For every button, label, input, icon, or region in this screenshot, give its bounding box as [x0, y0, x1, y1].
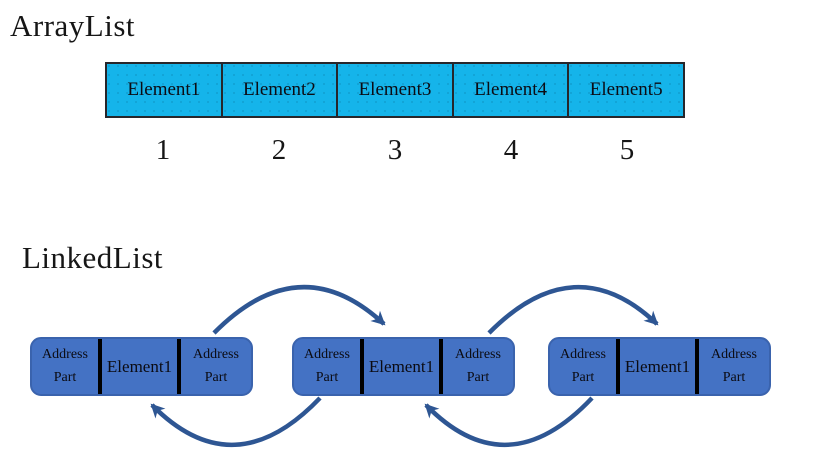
node-divider — [439, 339, 443, 394]
node-2-element: Element1 — [368, 356, 435, 376]
node-1-element: Element1 — [106, 356, 173, 376]
forward-arrow-2 — [487, 284, 659, 335]
node-3-address-right: Address Part — [711, 347, 757, 385]
array-cell-3: Element3 — [338, 64, 454, 116]
node-divider — [695, 339, 699, 394]
forward-arrow-1 — [212, 284, 386, 335]
arraylist-indices: 1 2 3 4 5 — [105, 134, 685, 167]
array-index-1: 1 — [155, 134, 171, 166]
node-3-element: Element1 — [624, 356, 691, 376]
node-1-address-left: Address Part — [42, 347, 88, 385]
array-cell-2: Element2 — [222, 64, 339, 116]
array-index-2: 2 — [271, 134, 287, 166]
arraylist-cells: Element1 Element2 Element3 Element4 Elem… — [105, 62, 685, 118]
node-2-address-right: Address Part — [455, 347, 501, 385]
linkedlist-node-3: Address Part Element1 Address Part — [548, 337, 771, 396]
node-3-address-left: Address Part — [560, 347, 606, 385]
node-divider — [360, 339, 364, 394]
array-index-5: 5 — [619, 134, 635, 166]
array-index-3: 3 — [387, 134, 403, 166]
array-index-4: 4 — [503, 134, 519, 166]
node-divider — [616, 339, 620, 394]
node-divider — [177, 339, 181, 394]
node-1-address-right: Address Part — [193, 347, 239, 385]
array-cell-1: Element1 — [107, 64, 223, 116]
array-cell-4: Element4 — [453, 64, 570, 116]
array-cell-5: Element5 — [569, 64, 683, 116]
node-2-address-left: Address Part — [304, 347, 350, 385]
backward-arrow-2 — [424, 396, 594, 448]
node-divider — [98, 339, 102, 394]
linkedlist-title: LinkedList — [22, 240, 164, 275]
arraylist-title: ArrayList — [10, 8, 136, 43]
linkedlist-node-2: Address Part Element1 Address Part — [292, 337, 515, 396]
linkedlist-node-1: Address Part Element1 Address Part — [30, 337, 253, 396]
backward-arrow-1 — [150, 396, 322, 448]
